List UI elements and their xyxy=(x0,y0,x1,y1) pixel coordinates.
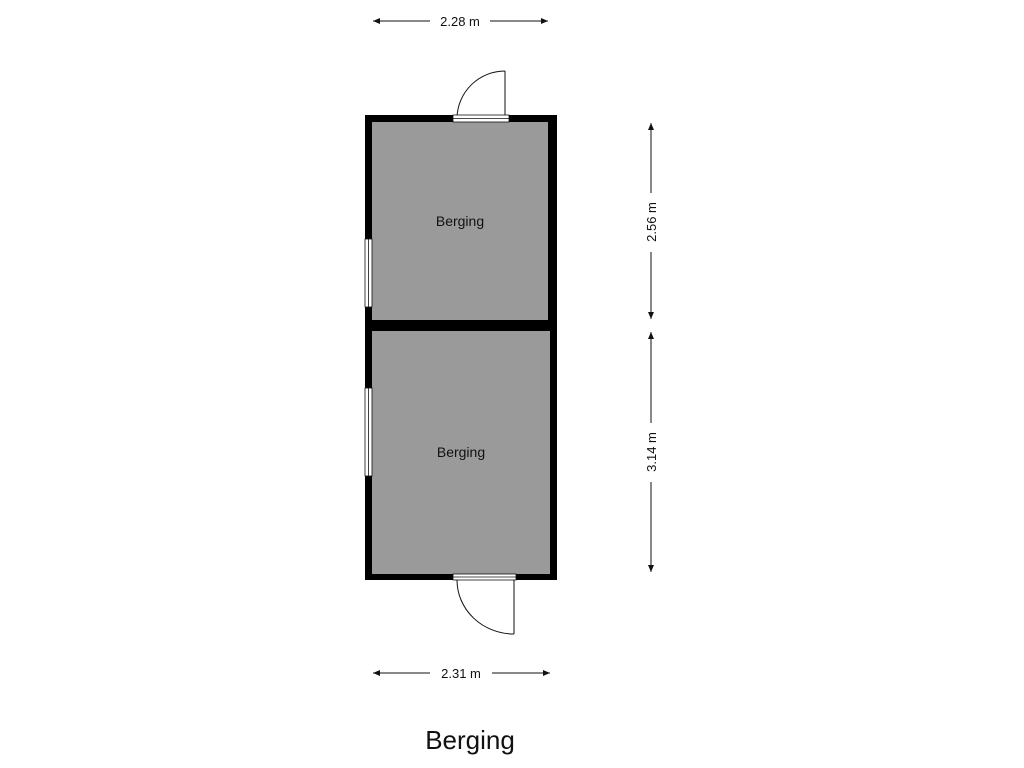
window-left-upper xyxy=(364,238,373,308)
window-bottom-door-frame xyxy=(452,573,517,581)
dimension-bottom-width: 2.31 m xyxy=(373,666,550,681)
room-label-lower: Berging xyxy=(437,444,485,460)
dimension-label-upper: 2.56 m xyxy=(644,202,659,242)
dimension-label-lower: 3.14 m xyxy=(644,432,659,472)
walls xyxy=(365,115,557,580)
window-left-lower xyxy=(364,387,373,477)
dimension-label-top: 2.28 m xyxy=(440,14,480,29)
bottom-door xyxy=(456,579,515,635)
top-door xyxy=(456,70,506,119)
room-lower-floor xyxy=(372,331,550,574)
dimension-label-bottom: 2.31 m xyxy=(441,666,481,681)
room-label-upper: Berging xyxy=(436,213,484,229)
dimension-upper-height: 2.56 m xyxy=(644,123,659,319)
room-upper-floor xyxy=(372,122,548,320)
plan-title: Berging xyxy=(425,725,515,755)
dimension-lower-height: 3.14 m xyxy=(644,332,659,572)
dimension-top-width: 2.28 m xyxy=(373,14,548,29)
window-top-door-frame xyxy=(452,114,510,123)
